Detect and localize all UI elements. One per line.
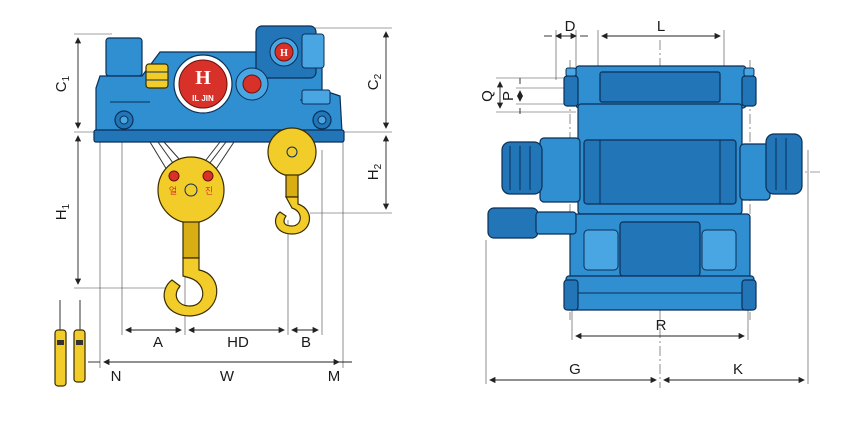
label-d: D [565,18,576,35]
label-c1: C1 [53,75,72,92]
aux-sheave [267,127,317,177]
aux-hook-block [267,127,317,235]
label-p: P [500,91,517,101]
drum-mark-left: 얼 [169,186,177,197]
front-dimension-lines [489,32,805,384]
pendant-left [54,329,67,387]
iljin-logo: H IL JIN H [173,48,288,114]
aux-hook-shank [285,174,299,198]
label-h1: H1 [53,203,72,220]
wheel-bottom-right [741,279,757,311]
red-cover-emblem [242,74,262,94]
label-m: M [328,368,341,385]
pendant-right [73,329,86,383]
limit-switch-box [145,63,169,89]
main-hook-block: 얼 진 [157,156,225,317]
travel-motor-cap [301,33,325,69]
label-g: G [569,361,581,378]
front-view: D L Q P R G K [479,18,820,388]
label-q: Q [479,90,496,102]
left-motor-housing [105,37,143,77]
trolley-wheels [563,67,757,311]
logo-letter: H [195,67,211,89]
aux-gearbox [583,229,619,271]
main-hook [163,257,218,317]
label-c2: C2 [365,73,384,90]
hoist-motor [501,141,543,195]
side-dimension-lines [74,31,390,366]
hoist-gearbox [539,137,581,203]
wheel-top-right [741,75,757,107]
wheel-top-left [563,75,579,107]
side-view: H IL JIN H 얼 진 [53,25,392,387]
small-logo-letter: H [280,48,288,59]
side-dimension-labels: C1 H1 C2 H2 A HD B N W M [53,73,384,385]
label-k: K [733,361,743,378]
label-n: N [111,368,122,385]
small-logo-emblem [274,42,294,62]
label-h2: H2 [365,163,384,180]
label-a: A [153,334,163,351]
wheel-bottom-left [563,279,579,311]
drum-mark-right: 진 [205,186,213,197]
travel-motor [487,207,539,239]
aux-drum [619,221,701,277]
label-b: B [301,334,311,351]
aux-hook [274,196,310,235]
pendant-switch [54,300,86,387]
brake-motor [765,133,803,195]
hoist-unit-top [487,65,803,311]
label-hd: HD [227,334,249,351]
logo-text: IL JIN [192,94,214,103]
label-w: W [220,368,235,385]
label-r: R [656,317,667,334]
front-dimension-labels: D L Q P R G K [479,18,743,378]
rope-drum [583,139,737,205]
label-l: L [657,18,665,35]
main-hook-shank [182,221,200,259]
